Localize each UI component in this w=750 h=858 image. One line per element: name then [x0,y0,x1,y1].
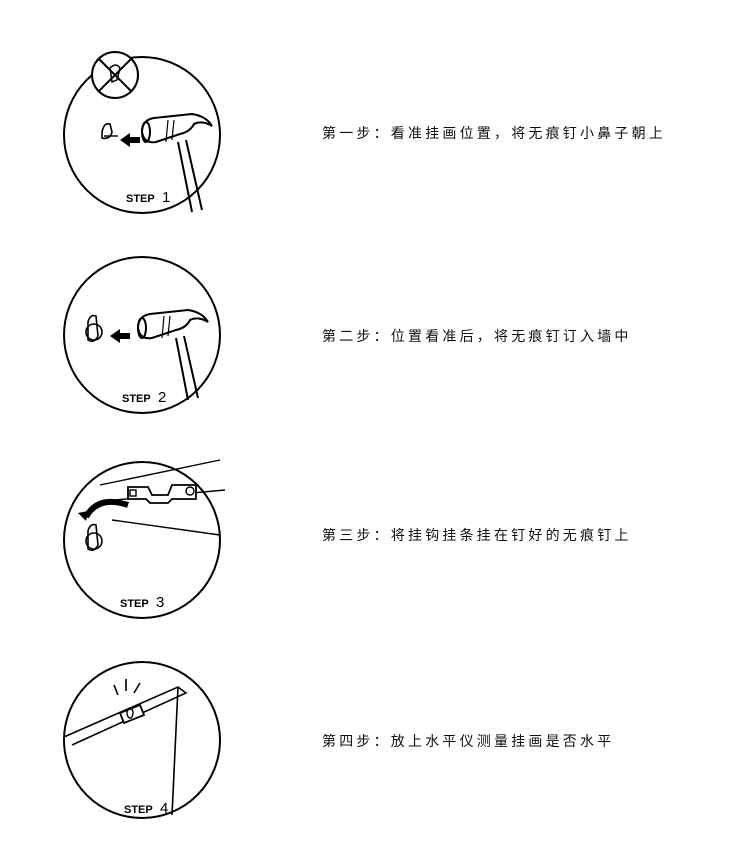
step-4-text: 第四步：放上水平仪测量挂画是否水平 [322,734,615,750]
step-number: 4 [160,800,168,817]
step-1: STEP 1 第一步：看准挂画位置，将无痕钉小鼻子朝上 [0,50,750,220]
step-label: STEP [126,193,155,205]
step-label: STEP [122,393,151,405]
step-4: STEP 4 第四步：放上水平仪测量挂画是否水平 [0,655,750,825]
hammer-nail-icon: STEP 2 [63,256,221,414]
step-3-text: 第三步：将挂钩挂条挂在钉好的无痕钉上 [322,528,632,544]
step-2-text: 第二步：位置看准后，将无痕钉订入墙中 [322,329,632,345]
hammer-nail-icon: STEP 1 [63,51,221,214]
step-number: 1 [162,189,170,206]
step-3-illustration: STEP 3 [60,455,230,625]
step-4-illustration: STEP 4 [60,655,230,825]
step-2-illustration: STEP 2 [60,250,230,420]
level-icon: STEP 4 [63,661,221,819]
step-label: STEP [124,804,153,816]
step-2: STEP 2 第二步：位置看准后，将无痕钉订入墙中 [0,250,750,420]
step-number: 2 [158,389,166,406]
step-number: 3 [156,594,164,611]
step-3: STEP 3 第三步：将挂钩挂条挂在钉好的无痕钉上 [0,455,750,625]
hanging-bracket-icon: STEP 3 [63,459,226,619]
step-1-text: 第一步：看准挂画位置，将无痕钉小鼻子朝上 [322,126,666,142]
step-label: STEP [120,598,149,610]
step-1-illustration: STEP 1 [60,50,230,220]
